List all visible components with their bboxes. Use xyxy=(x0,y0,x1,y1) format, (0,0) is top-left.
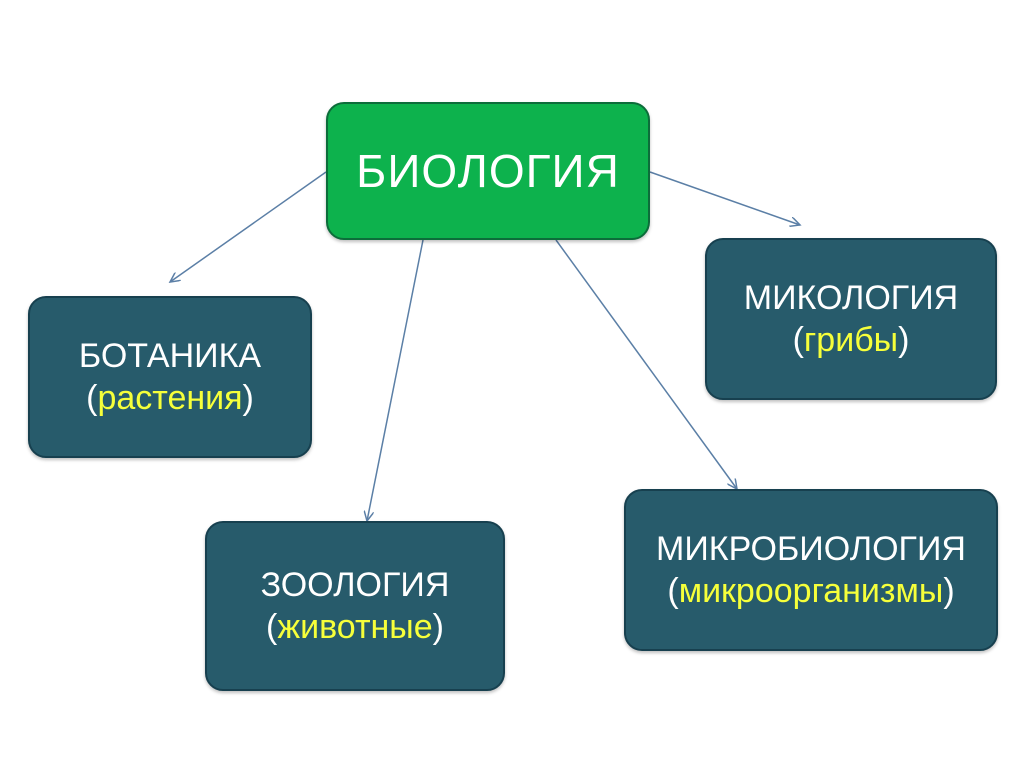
node-microbiology: МИКРОБИОЛОГИЯ (микроорганизмы) xyxy=(624,489,998,651)
node-biology-label: БИОЛОГИЯ xyxy=(356,145,620,197)
node-mycology-subject: грибы xyxy=(803,321,899,359)
node-zoology-subject: животные xyxy=(277,608,433,646)
node-biology: БИОЛОГИЯ xyxy=(326,102,650,240)
node-zoology: ЗООЛОГИЯ (животные) xyxy=(205,521,505,691)
node-botany: БОТАНИКА (растения) xyxy=(28,296,312,458)
node-mycology: МИКОЛОГИЯ (грибы) xyxy=(705,238,997,400)
node-mycology-subject-line: (грибы) xyxy=(792,321,910,359)
arrow-to-microbiology xyxy=(555,239,737,489)
node-zoology-title: ЗООЛОГИЯ xyxy=(260,565,450,604)
arrow-to-zoology xyxy=(367,239,424,521)
arrow-to-botany xyxy=(170,171,327,282)
node-mycology-title: МИКОЛОГИЯ xyxy=(743,278,959,317)
node-microbiology-title: МИКРОБИОЛОГИЯ xyxy=(656,529,966,568)
node-zoology-subject-line: (животные) xyxy=(266,608,444,646)
arrow-to-mycology xyxy=(649,171,800,225)
node-botany-subject: растения xyxy=(97,379,243,417)
node-botany-title: БОТАНИКА xyxy=(78,336,262,375)
node-microbiology-subject: микроорганизмы xyxy=(678,572,944,610)
node-botany-subject-line: (растения) xyxy=(86,379,254,417)
node-microbiology-subject-line: (микроорганизмы) xyxy=(667,572,955,610)
